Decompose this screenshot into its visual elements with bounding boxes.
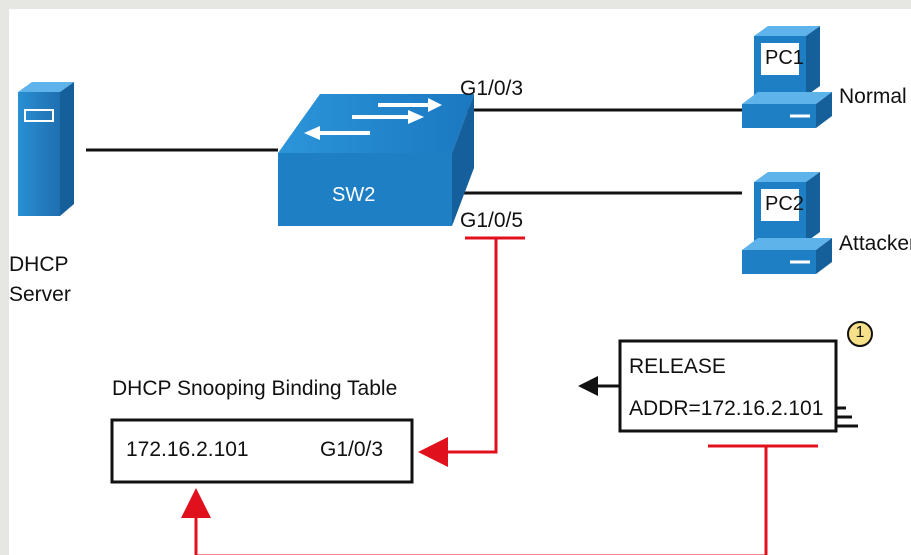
release-message-box bbox=[618, 339, 838, 433]
step-badge bbox=[847, 321, 873, 347]
port-pc1-label: G1/0/3 bbox=[460, 77, 524, 100]
message-trail-lines bbox=[836, 406, 858, 428]
server-label-line1: DHCP bbox=[9, 253, 69, 276]
binding-table-box bbox=[110, 418, 414, 484]
message-direction-arrow bbox=[578, 376, 598, 396]
step-badge-number: 1 bbox=[855, 324, 865, 341]
pc2-role: Attacker bbox=[839, 232, 911, 255]
pc2-icon bbox=[742, 172, 832, 274]
server-label-line2: Server bbox=[9, 283, 71, 306]
port-to-table-arrow bbox=[418, 238, 498, 467]
binding-table-port: G1/0/3 bbox=[320, 438, 384, 461]
pc2-label: PC2 bbox=[765, 193, 804, 215]
pc1-label: PC1 bbox=[765, 47, 804, 69]
dhcp-server-icon bbox=[18, 82, 74, 216]
message-type: RELEASE bbox=[629, 355, 726, 378]
binding-table-title: DHCP Snooping Binding Table bbox=[112, 377, 398, 400]
binding-table-ip: 172.16.2.101 bbox=[126, 438, 249, 461]
switch-icon bbox=[278, 94, 474, 226]
addr-to-table-arrow bbox=[181, 446, 768, 555]
pc1-role: Normal bbox=[839, 85, 907, 108]
port-pc2-label: G1/0/5 bbox=[460, 209, 524, 232]
pc1-icon bbox=[742, 26, 832, 128]
switch-label: SW2 bbox=[332, 184, 376, 206]
message-addr: ADDR=172.16.2.101 bbox=[629, 397, 824, 420]
